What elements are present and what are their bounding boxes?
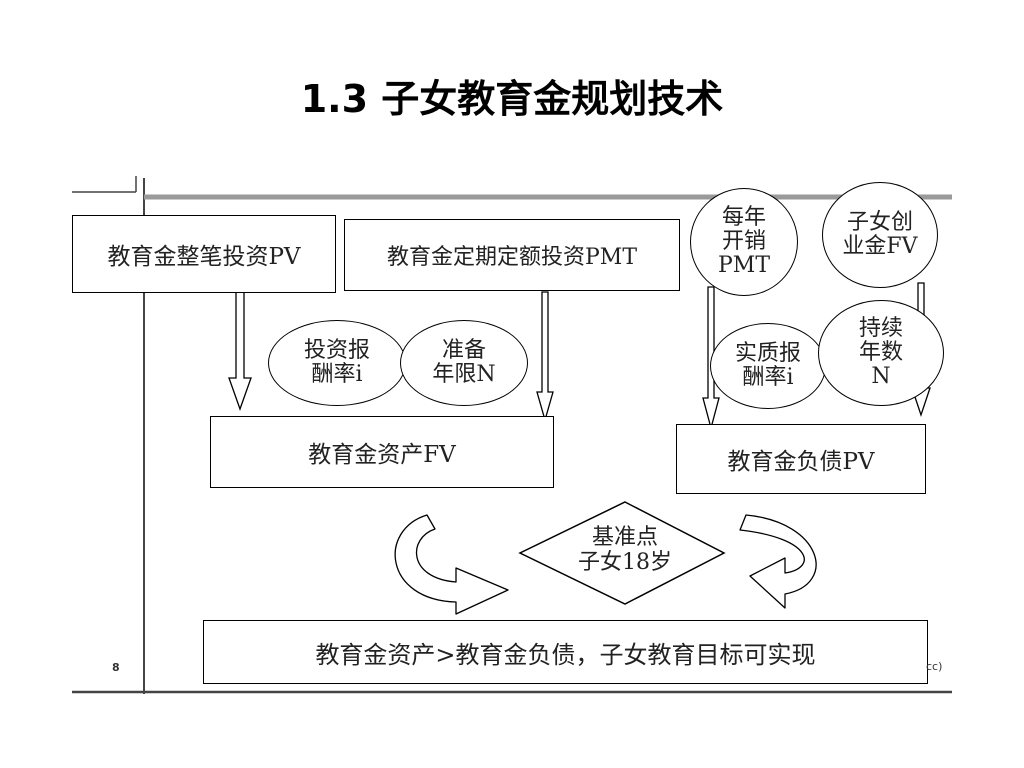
- return-rate-oval: 投资报 酬率i: [268, 320, 406, 406]
- conclusion-box: 教育金资产>教育金负债，子女教育目标可实现: [203, 620, 928, 684]
- page-title: 1.3 子女教育金规划技术: [300, 77, 724, 121]
- periodic-investment-box: 教育金定期定额投资PMT: [344, 219, 680, 291]
- periodic-investment-label: 教育金定期定额投资PMT: [386, 245, 637, 270]
- startup-fund-line-1: 子女创: [846, 210, 913, 236]
- curved-arrow-right: [739, 514, 817, 609]
- real-return-line-2: 酬率i: [742, 365, 794, 390]
- lump-sum-investment-box: 教育金整笔投资PV: [72, 215, 336, 293]
- return-rate-line-1: 投资报: [303, 338, 370, 364]
- arrow-lump-sum-to-asset: [228, 290, 252, 411]
- baseline-diamond-line-1: 基准点: [591, 525, 658, 550]
- duration-years-line-1: 持续: [858, 316, 903, 342]
- page-number: 8: [112, 661, 120, 674]
- education-liability-box: 教育金负债PV: [676, 424, 926, 494]
- annual-expense-line-1: 每年: [721, 205, 766, 231]
- arrow-periodic-to-asset: [536, 291, 554, 423]
- prep-years-oval: 准备 年限N: [400, 320, 528, 406]
- conclusion-label: 教育金资产>教育金负债，子女教育目标可实现: [315, 640, 816, 669]
- real-return-line-1: 实质报: [734, 341, 801, 367]
- return-rate-line-2: 酬率i: [311, 362, 363, 387]
- curved-arrow-left: [394, 514, 509, 615]
- annual-expense-line-2: 开销: [721, 229, 766, 255]
- corner-note: cc): [926, 660, 943, 673]
- duration-years-oval: 持续 年数 N: [818, 300, 944, 406]
- baseline-diamond-text: 基准点 子女18岁: [560, 525, 690, 576]
- education-liability-label: 教育金负债PV: [727, 449, 875, 475]
- prep-years-line-1: 准备: [441, 338, 486, 364]
- education-asset-box: 教育金资产FV: [210, 416, 554, 488]
- prep-years-line-2: 年限N: [432, 362, 496, 387]
- curved-arrows: [394, 514, 817, 615]
- duration-years-line-2: 年数: [858, 340, 903, 366]
- annual-expense-line-3: PMT: [717, 252, 770, 278]
- baseline-diamond: [518, 501, 726, 605]
- real-return-oval: 实质报 酬率i: [710, 323, 826, 409]
- startup-fund-line-2: 业金FV: [842, 234, 918, 259]
- education-asset-label: 教育金资产FV: [308, 442, 456, 468]
- duration-years-line-3: N: [871, 363, 891, 389]
- baseline-diamond-line-2: 子女18岁: [578, 550, 672, 576]
- startup-fund-oval: 子女创 业金FV: [822, 182, 938, 288]
- lump-sum-investment-label: 教育金整笔投资PV: [107, 244, 301, 270]
- annual-expense-oval: 每年 开销 PMT: [690, 188, 798, 296]
